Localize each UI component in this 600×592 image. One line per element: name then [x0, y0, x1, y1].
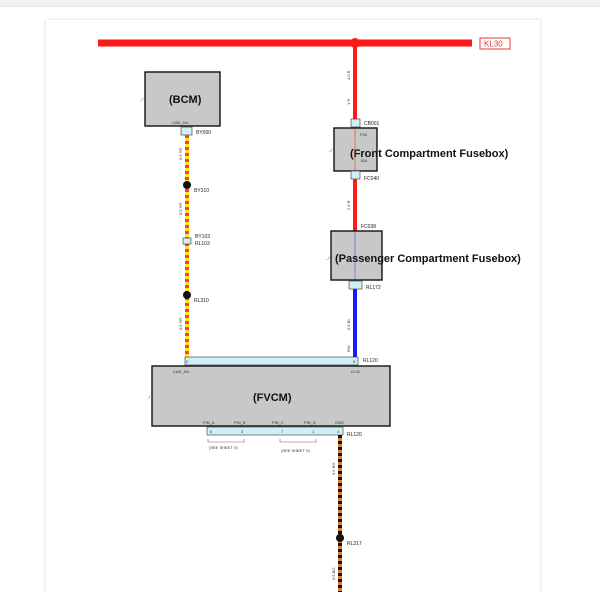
- splice-label: RL317: [347, 541, 362, 547]
- passenger-fusebox-label: (Passenger Compartment Fusebox): [335, 253, 521, 265]
- bcm-box: [144, 71, 221, 127]
- pin-group-bracket: [279, 439, 317, 443]
- fuse-label: 15A: [360, 158, 367, 163]
- pin-name: PIN_D: [304, 420, 316, 425]
- front-fusebox-connector-bottom: [350, 170, 361, 180]
- module-tick: _/: [139, 96, 144, 101]
- pin-group-bracket: [207, 439, 245, 443]
- passenger-fusebox-connector-bottom-label: RL172: [366, 285, 381, 291]
- wire-label: 1 R: [346, 99, 351, 105]
- pin-name: GND: [335, 420, 344, 425]
- module-tick: _/: [328, 147, 333, 152]
- fvcm-label: (FVCM): [253, 392, 292, 404]
- front-fusebox-connector-top: [350, 118, 361, 128]
- pin-number: 4: [337, 429, 340, 434]
- front-fusebox-connector-bottom-label: FC040: [364, 176, 379, 182]
- pin-name: CAN_H/L: [172, 120, 190, 125]
- passenger-fusebox-connector-bottom: [348, 280, 363, 290]
- fvcm-connector-bottom: [206, 426, 344, 436]
- fvcm-connector-top: [184, 356, 359, 366]
- fvcm-connector-top-label: RL120: [363, 358, 378, 364]
- kl30-label: KL30: [484, 40, 503, 49]
- browser-top-bar: [0, 0, 600, 7]
- passenger-fusebox-box: [330, 230, 383, 281]
- fvcm-connector-bottom-label: RL120: [347, 432, 362, 438]
- inline-connector: [182, 237, 192, 245]
- fvcm-box: [151, 365, 391, 427]
- wire-label: RW: [346, 345, 351, 352]
- kl30-label-box: [479, 37, 511, 50]
- pin-number: 5: [353, 359, 356, 364]
- splice-rl310: [183, 291, 191, 299]
- wire-label: 0.5 BO: [331, 568, 336, 580]
- inline-connector-top-label: BY103: [195, 234, 210, 240]
- wire-label: 0.5 BO: [331, 463, 336, 475]
- wire-label: 0.5 BL: [346, 318, 351, 330]
- front-fusebox-label: (Front Compartment Fusebox): [350, 148, 509, 160]
- splice-label: BY310: [194, 188, 209, 194]
- pin-name: PIN_A: [203, 420, 215, 425]
- splice-label: RL310: [194, 298, 209, 304]
- diagram-page: [46, 20, 540, 592]
- inline-connector-bottom-label: RL103: [195, 241, 210, 247]
- pin-number: 2: [186, 359, 189, 364]
- pin-name: PIN_B: [234, 420, 246, 425]
- pin-name: CAN_H/L: [173, 369, 191, 374]
- pin-number: 3: [241, 429, 244, 434]
- pin-number: 6: [210, 429, 213, 434]
- pin-number: 7: [281, 429, 284, 434]
- pin-number: 1: [312, 429, 315, 434]
- module-tick: _/: [325, 255, 330, 260]
- pin-name: PIN_C: [272, 420, 284, 425]
- wire-label: 4.0 R: [346, 70, 351, 80]
- bracket-note: (SEE SHEET X): [209, 445, 238, 450]
- bcm-connector: [180, 126, 193, 136]
- front-fusebox-connector-top-label: CB001: [364, 121, 380, 127]
- wire-label: 0.5 YR: [178, 148, 183, 160]
- wire-label: 0.5 YR: [178, 203, 183, 215]
- wire-label: 0.5 YR: [178, 318, 183, 330]
- passenger-fusebox-connector-top-label: FC038: [361, 224, 376, 230]
- pin-name: KL30: [351, 369, 361, 374]
- bcm-label: (BCM): [169, 94, 202, 106]
- fuse-label: F28: [360, 132, 368, 137]
- bcm-connector-label: BY000: [196, 130, 211, 136]
- splice-by310: [183, 181, 191, 189]
- wire-label: 2.5 R: [346, 200, 351, 210]
- module-tick: _/: [146, 394, 151, 399]
- bracket-note: (SEE SHEET X): [281, 448, 310, 453]
- splice-rl317: [336, 534, 344, 542]
